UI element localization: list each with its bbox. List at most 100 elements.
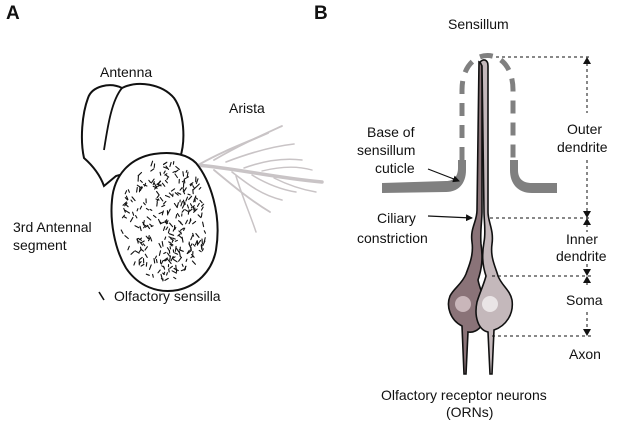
sensillum-mark [135, 215, 138, 219]
sensillum-mark [203, 237, 206, 243]
sensillum-mark [195, 183, 200, 188]
sensillum-mark [164, 236, 167, 240]
level-lines [490, 56, 592, 337]
sensillum-mark [164, 179, 168, 184]
sensillum-mark [169, 265, 173, 269]
sensillum-mark [195, 233, 200, 238]
arista [194, 125, 324, 233]
label-outer-line2: dendrite [557, 139, 608, 155]
label-inner-line1: Inner [566, 231, 598, 247]
sensillum-mark [168, 241, 172, 244]
sensillum-mark [200, 212, 203, 218]
sensillum-mark [133, 261, 136, 266]
sensillum-mark [167, 259, 172, 265]
sensillum-mark [176, 212, 180, 217]
sensillum-mark [142, 221, 146, 227]
sensillum-mark [184, 209, 189, 212]
sensillum-mark [179, 187, 183, 191]
sensillum-mark [150, 160, 154, 167]
sensillum-mark [136, 184, 142, 189]
sensillum-mark [150, 178, 155, 184]
sensillum-mark [152, 181, 155, 186]
sensillum-mark [171, 256, 176, 260]
sensillum-mark [162, 272, 166, 275]
sensillum-mark [145, 207, 150, 211]
sensillum-mark [179, 227, 185, 231]
sensillum-mark [178, 257, 182, 262]
olfactory-sensilla-texture [120, 160, 207, 282]
sensillum-mark [156, 201, 158, 207]
sensillum-mark [181, 263, 184, 267]
sensillum-mark [153, 257, 156, 264]
sensillum-mark [192, 232, 195, 237]
sensillum-mark [189, 203, 193, 207]
sensillum-mark [161, 210, 164, 216]
sensillum-mark [171, 239, 174, 243]
sensillum-mark [145, 235, 149, 239]
sensillum-mark [158, 250, 162, 256]
sensillum-mark [185, 196, 189, 202]
sensillum-mark [172, 237, 176, 240]
sensillum-mark [198, 186, 202, 190]
sensillum-mark [199, 199, 203, 204]
label-orns-line2: (ORNs) [446, 404, 493, 420]
sensillum-mark [125, 195, 129, 201]
label-3rd-antennal-segment-line2: segment [13, 237, 67, 253]
sensillum-mark [195, 178, 199, 185]
label-ciliary-line1: Ciliary [377, 210, 416, 226]
sensillum-mark [153, 182, 158, 188]
nucleus-left [455, 296, 471, 312]
sensillum-mark [146, 216, 152, 221]
sensillum-mark [143, 224, 147, 229]
sensillum-mark [132, 211, 135, 216]
sensillum-mark [181, 209, 185, 213]
sensillum-mark [158, 242, 162, 249]
sensillum-mark [155, 198, 160, 201]
sensillum-mark [137, 171, 143, 177]
sensillum-mark [174, 252, 179, 255]
sensillum-mark [174, 173, 178, 179]
sensillum-mark [166, 272, 168, 276]
sensillum-mark [156, 194, 160, 199]
sensillum-mark [194, 196, 199, 200]
base-cuticle-pointer [427, 168, 460, 183]
sensillum-mark [130, 250, 135, 255]
sensillum-mark [138, 261, 142, 265]
sensillum-mark [167, 208, 171, 215]
sensillum-mark [129, 216, 134, 223]
sensillum-mark [140, 263, 145, 267]
sensillum-mark [180, 200, 183, 207]
sensillum-mark [174, 192, 179, 196]
sensillum-mark [201, 203, 205, 207]
sensillum-mark [168, 233, 175, 236]
label-antenna: Antenna [100, 64, 152, 80]
sensillum-mark [197, 214, 202, 219]
sensillum-mark [203, 230, 207, 234]
sensillum-mark [192, 220, 197, 225]
sensillum-mark [186, 250, 192, 255]
sensillum-mark [124, 197, 129, 201]
sensillum-mark [136, 208, 139, 212]
sensillum-mark [169, 222, 174, 228]
sensillum-mark [123, 207, 126, 213]
label-axon: Axon [569, 346, 601, 362]
sensillum-wall [459, 53, 516, 160]
sensillum-mark [147, 237, 151, 242]
sensillum-mark [131, 196, 136, 202]
sensillum-mark [149, 208, 153, 211]
sensillum-mark [164, 194, 171, 198]
sensillum-mark [145, 273, 150, 276]
sensillum-mark [168, 192, 173, 197]
sensillum-mark [200, 244, 203, 250]
sensillum-mark [175, 165, 180, 170]
sensillum-mark [182, 199, 185, 206]
sensillum-mark [127, 245, 130, 251]
sensillum-mark [183, 265, 187, 271]
sensillum-mark [136, 186, 138, 193]
sensillum-mark [152, 214, 157, 218]
panel-b: B [314, 3, 608, 420]
panel-a: A Antenna Arista 3rd Antennal segment Ol… [6, 3, 324, 304]
dimension-arrowheads [583, 57, 591, 336]
label-olfactory-sensilla: Olfactory sensilla [114, 288, 221, 304]
sensillum-mark [139, 179, 143, 183]
